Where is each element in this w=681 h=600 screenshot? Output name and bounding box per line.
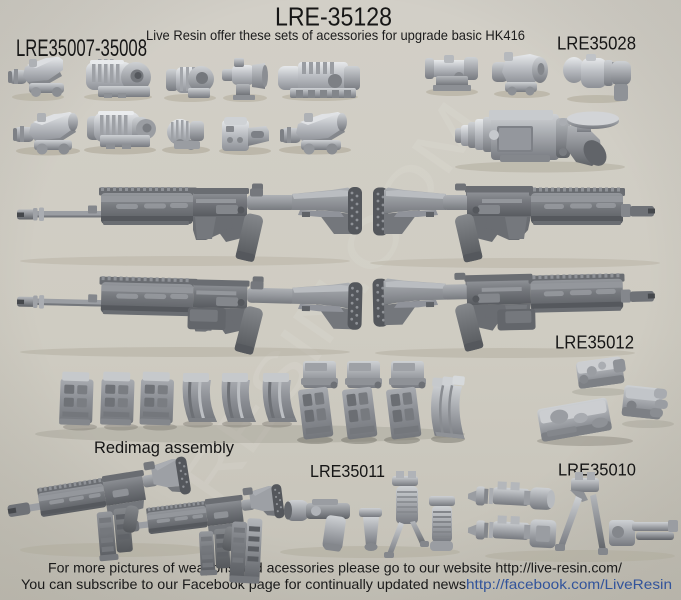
- svg-text:You can subscribe to our Faceb: You can subscribe to our Facebook page f…: [21, 576, 466, 592]
- svg-text:LRE35028: LRE35028: [557, 34, 636, 54]
- svg-text:LRE35011: LRE35011: [310, 461, 385, 481]
- svg-text:For more pictures of weapons a: For more pictures of weapons and acessor…: [48, 560, 622, 576]
- svg-text:Redimag assembly: Redimag assembly: [94, 438, 234, 457]
- svg-text:LRE35010: LRE35010: [558, 460, 636, 480]
- svg-text:Live Resin offer these sets of: Live Resin offer these sets of acessorie…: [146, 27, 525, 43]
- svg-text:LRE35012: LRE35012: [555, 333, 634, 353]
- svg-text:http://facebook.com/LiveResin: http://facebook.com/LiveResin: [466, 576, 672, 592]
- svg-text:LRE35007-35008: LRE35007-35008: [16, 35, 147, 62]
- svg-text:LRE-35128: LRE-35128: [275, 2, 392, 32]
